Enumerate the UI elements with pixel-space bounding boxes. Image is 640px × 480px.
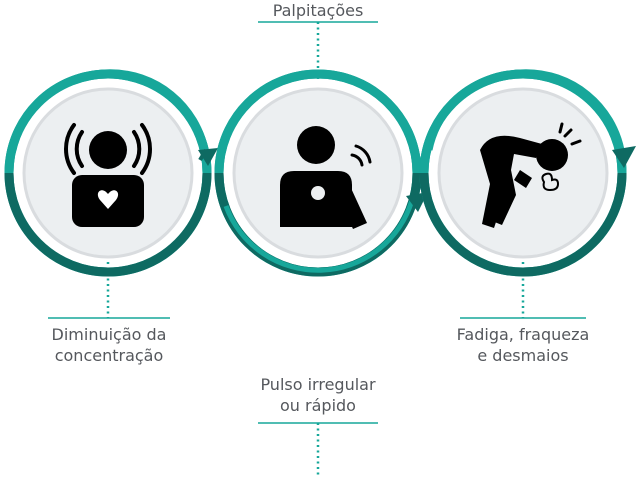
label-concentration-line1: Diminuição da — [51, 325, 167, 344]
flow-arc-1 — [11, 69, 209, 151]
label-concentration-line2: concentração — [54, 346, 164, 365]
label-fatigue-line1: Fadiga, fraqueza — [456, 325, 590, 344]
flow-arc-3 — [427, 69, 625, 151]
label-pulse-line2: ou rápido — [280, 396, 356, 415]
label-fatigue-line2: e desmaios — [477, 346, 569, 365]
person-bent-over-icon — [480, 122, 582, 228]
symptom-circle-palpitations — [214, 69, 428, 277]
arrow-head-icon-1 — [198, 148, 218, 166]
label-underlines — [48, 21, 586, 424]
label-pulse-line1: Pulso irregular — [260, 375, 376, 394]
label-palpitations-line1: Palpitações — [272, 1, 364, 20]
label-palpitations: Palpitações — [238, 0, 398, 21]
flow-arc-2 — [223, 199, 415, 273]
symptom-circle-fatigue — [419, 69, 636, 277]
label-pulse: Pulso irregular ou rápido — [238, 374, 398, 416]
person-dizzy-heart-icon — [64, 123, 152, 227]
person-hand-on-chest-icon — [280, 126, 372, 229]
label-concentration: Diminuição da concentração — [28, 324, 190, 366]
arrow-head-icon-3 — [612, 146, 636, 168]
symptom-circle-concentration — [4, 69, 218, 277]
label-fatigue: Fadiga, fraqueza e desmaios — [440, 324, 606, 366]
